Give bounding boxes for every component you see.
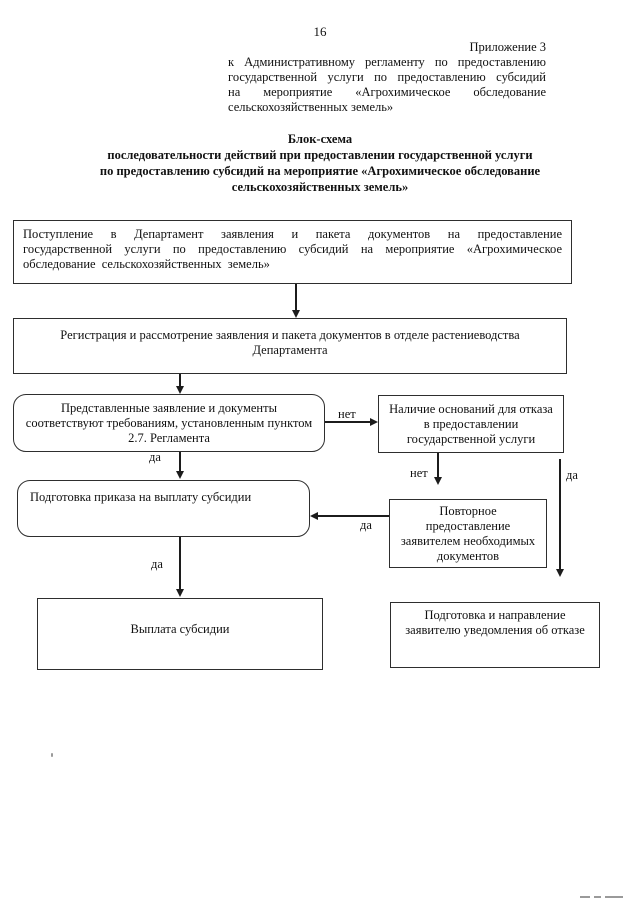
arrow-intake-to-registration-head <box>292 310 300 318</box>
arrow-refusal-to-notice-head <box>556 569 564 577</box>
box-refusal-grounds: Наличие оснований для отказа в предостав… <box>378 395 564 453</box>
box-payment: Выплата субсидии <box>37 598 323 670</box>
arrow-compliance-to-order-line <box>179 452 181 473</box>
title-line: Блок-схема <box>287 132 353 146</box>
annex-reference-block: Приложение 3 к Административному регламе… <box>228 40 546 115</box>
box-refusal-notice: Подготовка и направление заявителю уведо… <box>390 602 600 668</box>
arrow-compliance-to-refusal-head <box>370 418 378 426</box>
edge-label-no: нет <box>338 407 356 421</box>
edge-label-yes: да <box>151 557 163 571</box>
box-resubmission: Повторное предоставление заявителем необ… <box>389 499 547 568</box>
arrow-registration-to-compliance-line <box>179 374 181 388</box>
annex-line: на мероприятие «Агрохимическое обследова… <box>228 85 546 99</box>
annex-line: к Административному регламенту по предос… <box>228 55 546 69</box>
arrow-intake-to-registration-line <box>295 284 297 312</box>
annex-line: государственной услуги по предоставлению… <box>228 70 546 84</box>
scan-artifact-dash <box>594 896 601 898</box>
arrow-refusal-to-resubmission-line <box>437 453 439 479</box>
arrow-compliance-to-order-head <box>176 471 184 479</box>
box-order-preparation: Подготовка приказа на выплату субсидии <box>17 480 310 537</box>
edge-label-no: нет <box>410 466 428 480</box>
annex-line: сельскохозяйственных земель» <box>228 100 394 114</box>
box-compliance-check: Представленные заявление и документы соо… <box>13 394 325 452</box>
arrow-resubmission-to-order-line <box>317 515 389 517</box>
arrow-refusal-to-notice-line <box>559 459 561 571</box>
scan-artifact-dash <box>580 896 590 898</box>
page-number: 16 <box>313 24 327 39</box>
arrow-registration-to-compliance-head <box>176 386 184 394</box>
box-intake: Поступление в Департамент заявления и па… <box>13 220 572 284</box>
box-registration: Регистрация и рассмотрение заявления и п… <box>13 318 567 374</box>
edge-label-yes: да <box>566 468 578 482</box>
title-line: сельскохозяйственных земель» <box>231 180 409 194</box>
scan-artifact-dash <box>605 896 623 898</box>
title-line: последовательности действий при предоста… <box>107 148 533 162</box>
arrow-order-to-payment-head <box>176 589 184 597</box>
scan-artifact-speck <box>51 753 53 757</box>
edge-label-yes: да <box>149 450 161 464</box>
arrow-order-to-payment-line <box>179 537 181 591</box>
arrow-resubmission-to-order-head <box>310 512 318 520</box>
arrow-refusal-to-resubmission-head <box>434 477 442 485</box>
arrow-compliance-to-refusal-line <box>325 421 372 423</box>
title-line: по предоставлению субсидий на мероприяти… <box>99 164 541 178</box>
edge-label-yes: да <box>360 518 372 532</box>
annex-title: Приложение 3 <box>469 40 546 54</box>
page-title: Блок-схема последовательности действий п… <box>0 131 640 195</box>
